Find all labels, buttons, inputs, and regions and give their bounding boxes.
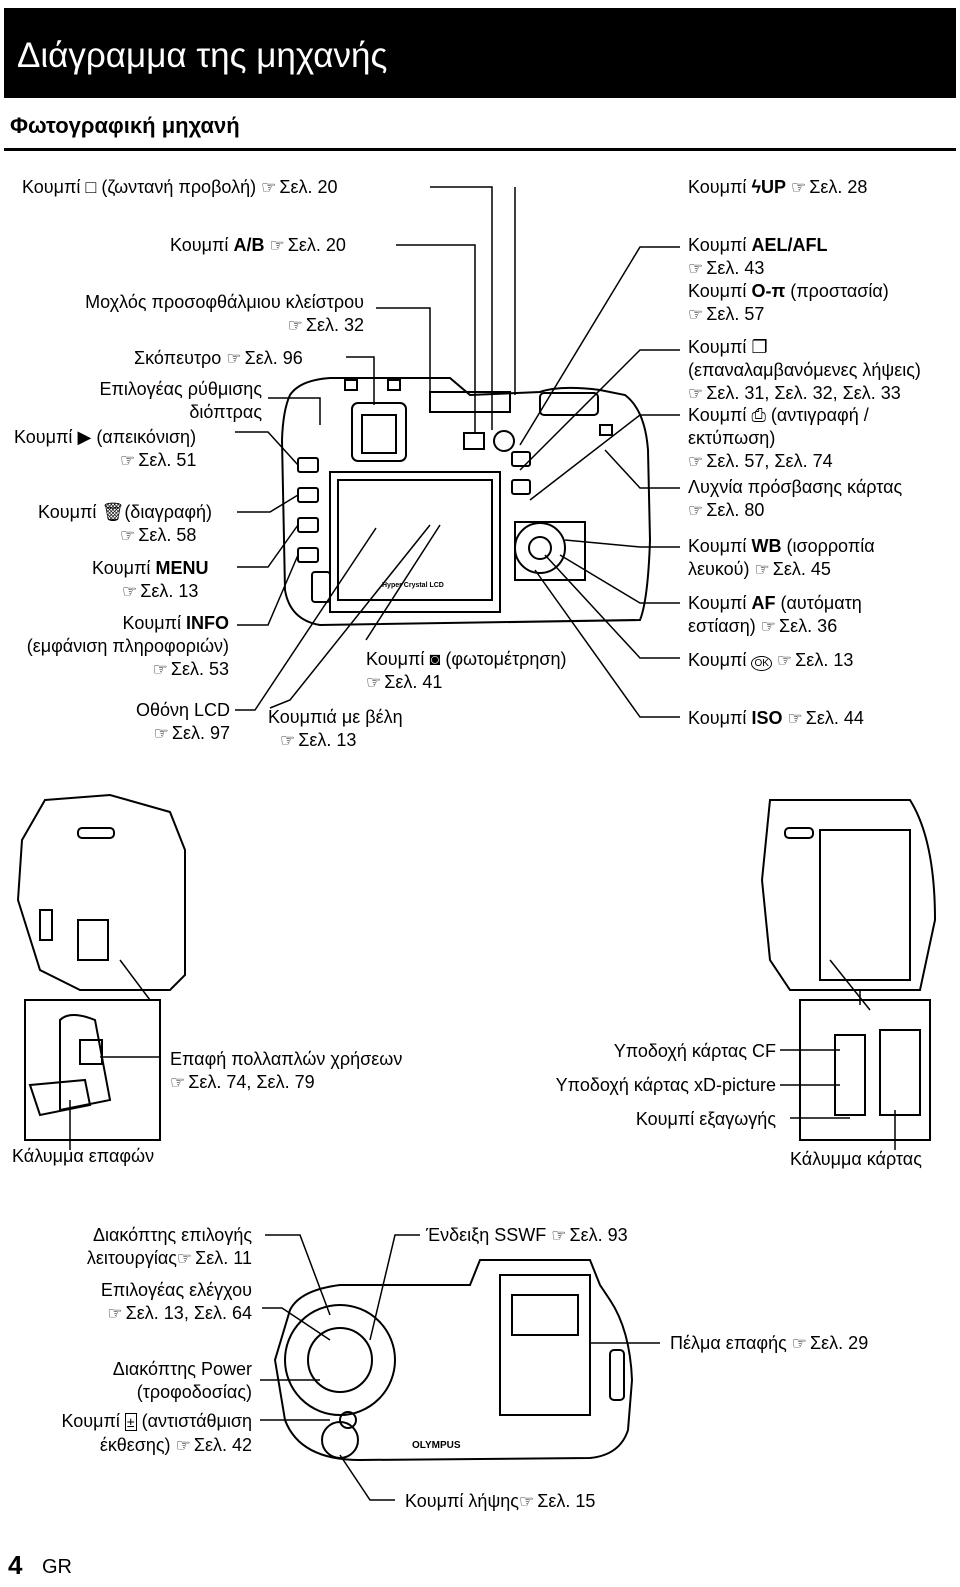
title-bar: Διάγραμμα της μηχανής bbox=[4, 8, 956, 98]
reference-icon: ☞ bbox=[366, 673, 382, 692]
section-rule bbox=[4, 148, 956, 151]
label-wb-button: Κουμπί WB (ισορροπία λευκού) ☞Σελ. 45 bbox=[688, 536, 875, 579]
page-title: Διάγραμμα της μηχανής bbox=[17, 36, 388, 75]
reference-icon: ☞ bbox=[226, 349, 242, 368]
reference-icon: ☞ bbox=[120, 451, 136, 470]
label-viewfinder: Σκόπευτρο ☞Σελ. 96 bbox=[134, 348, 303, 368]
reference-icon: ☞ bbox=[153, 724, 169, 743]
label-eyepiece-shutter-lever: Μοχλός προσοφθάλμιου κλείστρου ☞Σελ. 32 bbox=[85, 292, 364, 335]
label-lcd-monitor: Οθόνη LCD ☞Σελ. 97 bbox=[135, 700, 230, 743]
reference-icon: ☞ bbox=[287, 316, 303, 335]
reference-icon: ☞ bbox=[754, 560, 770, 579]
reference-icon: ☞ bbox=[776, 651, 793, 670]
camera-top-view: OLYMPUS bbox=[273, 1259, 634, 1462]
trash-icon: 🗑 bbox=[101, 502, 125, 522]
page-number: 4 bbox=[8, 1550, 23, 1580]
label-card-cover: Κάλυμμα κάρτας bbox=[790, 1149, 922, 1169]
label-ael-afl-button: Κουμπί AEL/AFL ☞Σελ. 43 bbox=[688, 235, 828, 278]
reference-icon: ☞ bbox=[791, 1334, 808, 1353]
label-exposure-compensation-button: Κουμπί ± (αντιστάθμιση έκθεσης) ☞Σελ. 42 bbox=[61, 1411, 252, 1455]
label-cf-card-slot: Υποδοχή κάρτας CF bbox=[613, 1041, 776, 1061]
key-icon: O-π bbox=[751, 281, 786, 301]
playback-icon: ▶ bbox=[77, 427, 92, 447]
label-sswf-indicator: Ένδειξη SSWF ☞Σελ. 93 bbox=[426, 1225, 628, 1245]
camera-side-right bbox=[760, 799, 937, 1150]
reference-icon: ☞ bbox=[688, 305, 704, 324]
reference-icon: ☞ bbox=[280, 731, 296, 750]
label-delete-button: Κουμπί 🗑(διαγραφή) ☞Σελ. 58 bbox=[38, 502, 213, 545]
label-ok-button: Κουμπί OK ☞Σελ. 13 bbox=[688, 650, 854, 671]
label-arrow-pad: Κουμπιά με βέλη ☞Σελ. 13 bbox=[268, 707, 403, 750]
section-subtitle: Φωτογραφική μηχανή bbox=[10, 113, 240, 138]
exposure-compensation-icon: ± bbox=[124, 1413, 137, 1431]
label-info-button: Κουμπί INFO (εμφάνιση πληροφοριών) ☞Σελ.… bbox=[26, 613, 229, 679]
sequential-shooting-icon: ❐ bbox=[751, 337, 768, 357]
label-mode-dial: Διακόπτης επιλογής λειτουργίας☞Σελ. 11 bbox=[86, 1225, 252, 1268]
label-shutter-button: Κουμπί λήψης☞Σελ. 15 bbox=[405, 1491, 596, 1511]
reference-icon: ☞ bbox=[170, 1073, 186, 1092]
page-language: GR bbox=[42, 1556, 72, 1578]
reference-icon: ☞ bbox=[122, 582, 138, 601]
reference-icon: ☞ bbox=[688, 384, 704, 403]
reference-icon: ☞ bbox=[107, 1304, 123, 1323]
label-diopter-dial: Επιλογέας ρύθμισης διόπτρας bbox=[99, 379, 262, 422]
flash-icon: ϟ bbox=[751, 177, 761, 197]
label-menu-button: Κουμπί MENU ☞Σελ. 13 bbox=[92, 558, 209, 601]
camera-side-left bbox=[16, 793, 186, 1150]
reference-icon: ☞ bbox=[176, 1249, 193, 1268]
live-view-icon: □ bbox=[85, 177, 97, 197]
label-control-dial: Επιλογέας ελέγχου ☞Σελ. 13, Σελ. 64 bbox=[100, 1280, 252, 1323]
reference-icon: ☞ bbox=[688, 501, 704, 520]
label-sequential-shooting-button: Κουμπί ❐ (επαναλαμβανόμενες λήψεις) ☞Σελ… bbox=[688, 337, 921, 403]
reference-icon: ☞ bbox=[269, 236, 285, 255]
reference-icon: ☞ bbox=[688, 452, 704, 471]
label-connector-cover: Κάλυμμα επαφών bbox=[12, 1146, 155, 1166]
metering-icon: ◙ bbox=[429, 649, 441, 669]
label-iso-button: Κουμπί ISO ☞Σελ. 44 bbox=[688, 708, 864, 728]
ok-icon: OK bbox=[751, 656, 772, 671]
reference-icon: ☞ bbox=[791, 178, 807, 197]
label-eject-button: Κουμπί εξαγωγής bbox=[635, 1109, 776, 1129]
label-xd-card-slot: Υποδοχή κάρτας xD-picture bbox=[555, 1075, 776, 1095]
reference-icon: ☞ bbox=[152, 660, 168, 679]
brand-print: OLYMPUS bbox=[412, 1440, 461, 1451]
reference-icon: ☞ bbox=[760, 617, 777, 636]
reference-icon: ☞ bbox=[518, 1492, 535, 1511]
lcd-print: Hyper Crystal LCD bbox=[382, 582, 444, 589]
reference-icon: ☞ bbox=[551, 1226, 567, 1245]
reference-icon: ☞ bbox=[688, 259, 704, 278]
label-metering-button: Κουμπί ◙ (φωτομέτρηση) ☞Σελ. 41 bbox=[366, 649, 567, 692]
label-multi-connector: Επαφή πολλαπλών χρήσεων ☞Σελ. 74, Σελ. 7… bbox=[170, 1049, 403, 1092]
camera-back-view bbox=[280, 377, 652, 627]
leader-lines-back bbox=[235, 186, 680, 718]
label-playback-button: Κουμπί ▶ (απεικόνιση) ☞Σελ. 51 bbox=[14, 427, 197, 470]
label-power-switch: Διακόπτης Power (τροφοδοσίας) bbox=[112, 1359, 252, 1402]
reference-icon: ☞ bbox=[120, 526, 136, 545]
reference-icon: ☞ bbox=[787, 709, 803, 728]
label-card-access-lamp: Λυχνία πρόσβασης κάρτας ☞Σελ. 80 bbox=[688, 477, 903, 520]
reference-icon: ☞ bbox=[261, 178, 277, 197]
label-hot-shoe: Πέλμα επαφής ☞Σελ. 29 bbox=[670, 1333, 869, 1353]
label-af-button: Κουμπί AF (αυτόματη εστίαση) ☞Σελ. 36 bbox=[688, 593, 862, 636]
leader-lines-top bbox=[260, 1234, 660, 1501]
reference-icon: ☞ bbox=[175, 1436, 191, 1455]
label-live-view-button: Κουμπί □ (ζωντανή προβολή) ☞Σελ. 20 bbox=[22, 177, 338, 197]
label-protect-button: Κουμπί O-π (προστασία) ☞Σελ. 57 bbox=[688, 281, 889, 324]
label-ab-button: Κουμπί A/B ☞Σελ. 20 bbox=[170, 235, 346, 255]
label-flash-up-button: Κουμπί ϟUP ☞Σελ. 28 bbox=[688, 177, 868, 197]
print-icon: ⎙ bbox=[751, 405, 766, 425]
label-print-button: Κουμπί ⎙ (αντιγραφή / εκτύπωση) ☞Σελ. 57… bbox=[688, 405, 869, 471]
